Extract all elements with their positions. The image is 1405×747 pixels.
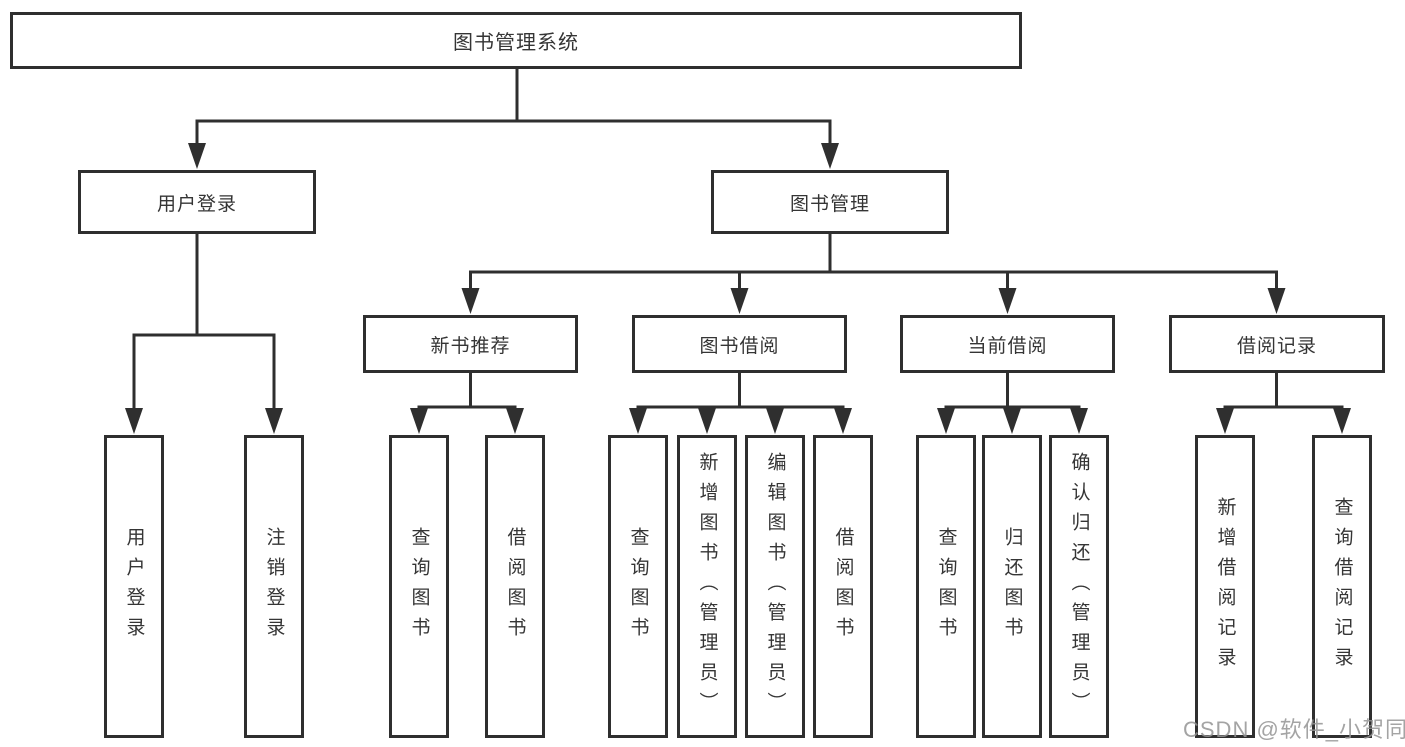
leaf-query-books-recommend: 查询图书 (389, 435, 449, 738)
leaf-borrow-books-recommend-label: 借阅图书 (504, 526, 526, 647)
leaf-borrow-books: 借阅图书 (813, 435, 873, 738)
node-book-management-branch-label: 图书管理 (789, 193, 870, 215)
node-book-borrowing: 图书借阅 (632, 315, 847, 373)
leaf-confirm-return-admin: 确认归还（管理员） (1049, 435, 1109, 738)
node-current-borrowing: 当前借阅 (900, 315, 1115, 373)
node-new-book-recommendation-label: 新书推荐 (430, 335, 511, 357)
leaf-query-books-borrow-label: 查询图书 (627, 526, 649, 647)
leaf-user-login-label: 用户登录 (123, 526, 145, 647)
leaf-edit-books-admin: 编辑图书（管理员） (745, 435, 805, 738)
node-user-login-branch: 用户登录 (78, 170, 316, 234)
leaf-query-borrow-record: 查询借阅记录 (1312, 435, 1372, 738)
leaf-query-books-current: 查询图书 (916, 435, 976, 738)
leaf-borrow-books-recommend: 借阅图书 (485, 435, 545, 738)
node-book-borrowing-label: 图书借阅 (699, 335, 780, 357)
leaf-return-books: 归还图书 (982, 435, 1042, 738)
leaf-add-books-admin: 新增图书（管理员） (677, 435, 737, 738)
node-borrowing-records: 借阅记录 (1169, 315, 1385, 373)
leaf-borrow-books-label: 借阅图书 (832, 526, 854, 647)
leaf-confirm-return-admin-label: 确认归还（管理员） (1068, 451, 1090, 722)
node-new-book-recommendation: 新书推荐 (363, 315, 578, 373)
leaf-query-books-recommend-label: 查询图书 (408, 526, 430, 647)
watermark: CSDN @软件_小贺同学 (1183, 717, 1405, 742)
leaf-logout-label: 注销登录 (263, 526, 285, 647)
leaf-query-books-borrow: 查询图书 (608, 435, 668, 738)
node-root-label: 图书管理系统 (453, 32, 579, 54)
leaf-query-borrow-record-label: 查询借阅记录 (1331, 496, 1353, 677)
arrowheads (125, 143, 1351, 434)
node-book-management-branch: 图书管理 (711, 170, 949, 234)
node-user-login-branch-label: 用户登录 (156, 193, 237, 215)
node-current-borrowing-label: 当前借阅 (967, 335, 1048, 357)
leaf-user-login: 用户登录 (104, 435, 164, 738)
leaf-add-borrow-record: 新增借阅记录 (1195, 435, 1255, 738)
leaf-return-books-label: 归还图书 (1001, 526, 1023, 647)
leaf-edit-books-admin-label: 编辑图书（管理员） (764, 451, 786, 722)
node-borrowing-records-label: 借阅记录 (1236, 335, 1317, 357)
leaf-add-books-admin-label: 新增图书（管理员） (696, 451, 718, 722)
leaf-add-borrow-record-label: 新增借阅记录 (1214, 496, 1236, 677)
leaf-query-books-current-label: 查询图书 (935, 526, 957, 647)
leaf-logout: 注销登录 (244, 435, 304, 738)
node-library-management-system: 图书管理系统 (10, 12, 1022, 69)
